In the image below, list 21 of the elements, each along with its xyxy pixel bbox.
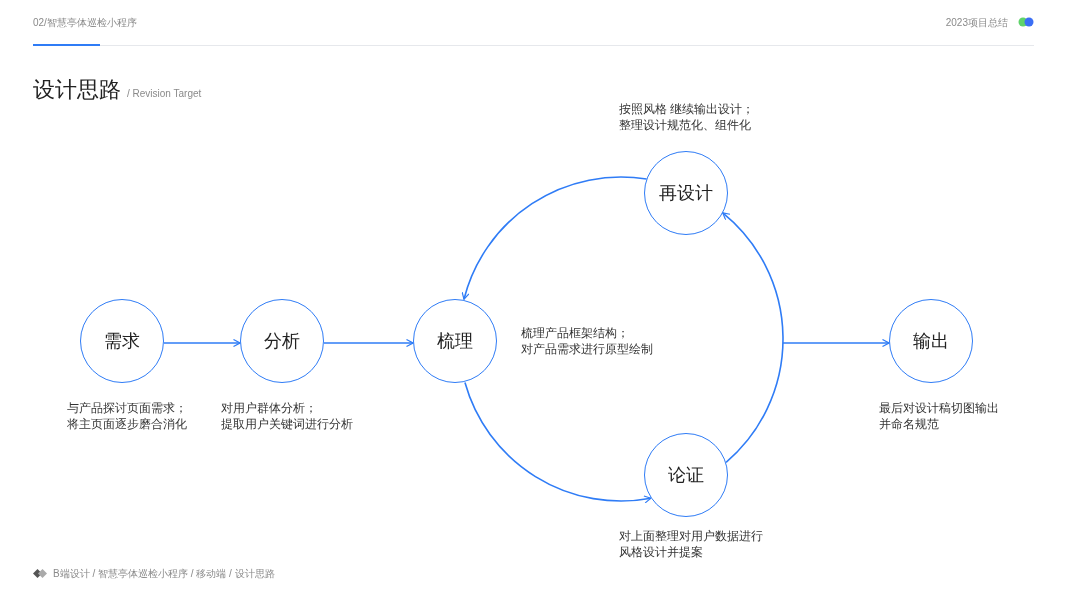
step-description: 对用户群体分析； <box>221 400 318 416</box>
arrow <box>782 338 890 348</box>
step-description: 梳理产品框架结构； <box>521 325 630 341</box>
arrow <box>323 338 414 348</box>
arrow <box>721 212 784 464</box>
step-description: 将主页面逐步磨合消化 <box>67 416 188 432</box>
step-description: 与产品探讨页面需求； <box>67 400 188 416</box>
header-text: 02/智慧亭体巡检小程序 <box>33 16 137 30</box>
step-description: 提取用户关键词进行分析 <box>221 416 354 432</box>
step-description: 对上面整理对用户数据进行风格设计并提案 <box>619 528 764 560</box>
breadcrumb: B端设计 / 智慧亭体巡检小程序 / 移动端 / 设计思路 <box>53 567 275 581</box>
arrow <box>464 381 652 504</box>
arrow <box>163 338 241 348</box>
step-description: 整理设计规范化、组件化 <box>619 117 752 133</box>
header-text: 2023项目总结 <box>945 16 1008 30</box>
arrow <box>462 176 648 301</box>
page-title: 设计思路 <box>33 76 121 104</box>
step-description: 最后对设计稿切图输出并命名规范 <box>879 400 1000 432</box>
step-description: 按照风格 继续输出设计； <box>619 101 756 117</box>
step-description: 对产品需求进行原型绘制 <box>521 341 654 357</box>
subtitle: / Revision Target <box>127 87 202 101</box>
